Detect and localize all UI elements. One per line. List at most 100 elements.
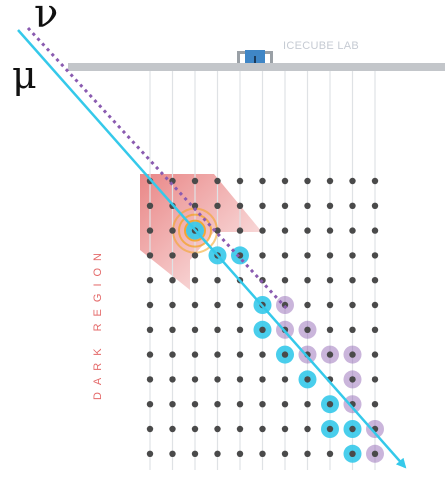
dom-sensor bbox=[281, 252, 289, 259]
dom-sensor bbox=[259, 227, 266, 234]
dom-sensor bbox=[326, 301, 334, 309]
dom-sensor bbox=[349, 450, 356, 457]
dom-sensor bbox=[214, 376, 221, 383]
dom-sensor bbox=[326, 450, 334, 457]
dom-sensor bbox=[191, 326, 199, 333]
dom-sensor bbox=[214, 202, 221, 209]
icecube-lab-label: ICECUBE LAB bbox=[283, 40, 360, 52]
dom-sensor bbox=[214, 326, 221, 333]
dom-sensor bbox=[236, 202, 244, 209]
dom-sensor bbox=[214, 425, 221, 433]
glow-ring bbox=[178, 213, 212, 248]
dom-sensor bbox=[214, 301, 221, 309]
dom-sensor bbox=[146, 227, 154, 234]
dom-sensor bbox=[349, 351, 356, 358]
dom-sensor bbox=[236, 376, 244, 383]
dom-sensor bbox=[214, 401, 221, 408]
dom-sensor bbox=[349, 202, 356, 209]
dom-sensor bbox=[326, 202, 334, 209]
dom-sensor bbox=[371, 376, 379, 383]
dom-sensor bbox=[259, 376, 266, 383]
neutrino-symbol: ν bbox=[34, 0, 59, 37]
dom-sensor bbox=[146, 301, 154, 309]
dom-sensor bbox=[304, 277, 311, 284]
dom-sensor bbox=[169, 277, 176, 284]
dom-sensor bbox=[214, 277, 221, 284]
dom-sensor bbox=[236, 177, 244, 185]
icecube-lab-icon bbox=[237, 50, 273, 63]
dom-sensor bbox=[214, 227, 221, 234]
dom-sensor bbox=[304, 450, 311, 457]
dom-sensor bbox=[371, 351, 379, 358]
dom-sensor bbox=[146, 351, 154, 358]
dom-sensor bbox=[236, 351, 244, 358]
dom-sensor bbox=[191, 376, 199, 383]
dom-sensor bbox=[326, 227, 334, 234]
dom-sensor bbox=[236, 326, 244, 333]
dom-sensor bbox=[146, 450, 154, 457]
dom-sensor bbox=[326, 277, 334, 284]
dom-sensor bbox=[169, 376, 176, 383]
dom-sensor bbox=[304, 376, 311, 383]
dom-sensor bbox=[236, 301, 244, 309]
dom-sensor bbox=[259, 326, 266, 333]
dom-sensor bbox=[146, 202, 154, 209]
dom-sensor bbox=[214, 351, 221, 358]
dom-sensor bbox=[169, 401, 176, 408]
dom-sensor bbox=[326, 401, 334, 408]
dom-sensor bbox=[304, 401, 311, 408]
dom-sensor bbox=[349, 301, 356, 309]
dom-sensor bbox=[371, 227, 379, 234]
dom-sensor bbox=[349, 177, 356, 185]
dom-sensor bbox=[259, 177, 266, 185]
dom-sensor bbox=[169, 425, 176, 433]
dom-sensor bbox=[304, 202, 311, 209]
dom-sensor bbox=[371, 177, 379, 185]
dom-sensor bbox=[259, 401, 266, 408]
dom-sensor bbox=[281, 227, 289, 234]
dom-sensor bbox=[326, 252, 334, 259]
dom-sensor bbox=[326, 177, 334, 185]
dom-sensor bbox=[146, 425, 154, 433]
dom-sensor bbox=[304, 326, 311, 333]
dom-sensor bbox=[371, 401, 379, 408]
glow-ring bbox=[184, 219, 206, 242]
dom-sensor bbox=[191, 277, 199, 284]
dom-sensor bbox=[259, 450, 266, 457]
dom-sensor bbox=[214, 450, 221, 457]
dark-region-label: DARK REGION bbox=[92, 245, 104, 401]
dom-sensor bbox=[191, 177, 199, 185]
dom-sensor bbox=[146, 277, 154, 284]
dom-sensor bbox=[191, 252, 199, 259]
dom-sensor bbox=[236, 401, 244, 408]
dom-sensor bbox=[191, 351, 199, 358]
dom-sensor bbox=[146, 401, 154, 408]
dom-sensor bbox=[281, 425, 289, 433]
dom-sensor bbox=[371, 202, 379, 209]
dom-sensor bbox=[371, 326, 379, 333]
dom-sensor bbox=[349, 227, 356, 234]
dom-sensor bbox=[281, 450, 289, 457]
dom-sensor bbox=[259, 252, 266, 259]
dom-sensor bbox=[236, 450, 244, 457]
dom-grid bbox=[146, 177, 379, 457]
dom-sensor bbox=[281, 277, 289, 284]
dom-sensor bbox=[191, 450, 199, 457]
dom-sensor bbox=[169, 351, 176, 358]
dom-sensor bbox=[169, 252, 176, 259]
dom-sensor bbox=[281, 202, 289, 209]
muon-symbol: μ bbox=[12, 53, 37, 97]
dom-sensor bbox=[236, 227, 244, 234]
dom-sensor bbox=[326, 326, 334, 333]
dom-sensor bbox=[371, 252, 379, 259]
dom-sensor bbox=[326, 425, 334, 433]
dom-sensor bbox=[349, 425, 356, 433]
dom-sensor bbox=[191, 301, 199, 309]
dom-sensor bbox=[371, 450, 379, 457]
dom-sensor bbox=[349, 376, 356, 383]
dom-sensor bbox=[146, 376, 154, 383]
dom-sensor bbox=[169, 227, 176, 234]
dom-sensor bbox=[259, 351, 266, 358]
dom-sensor bbox=[259, 202, 266, 209]
dom-sensor bbox=[349, 277, 356, 284]
